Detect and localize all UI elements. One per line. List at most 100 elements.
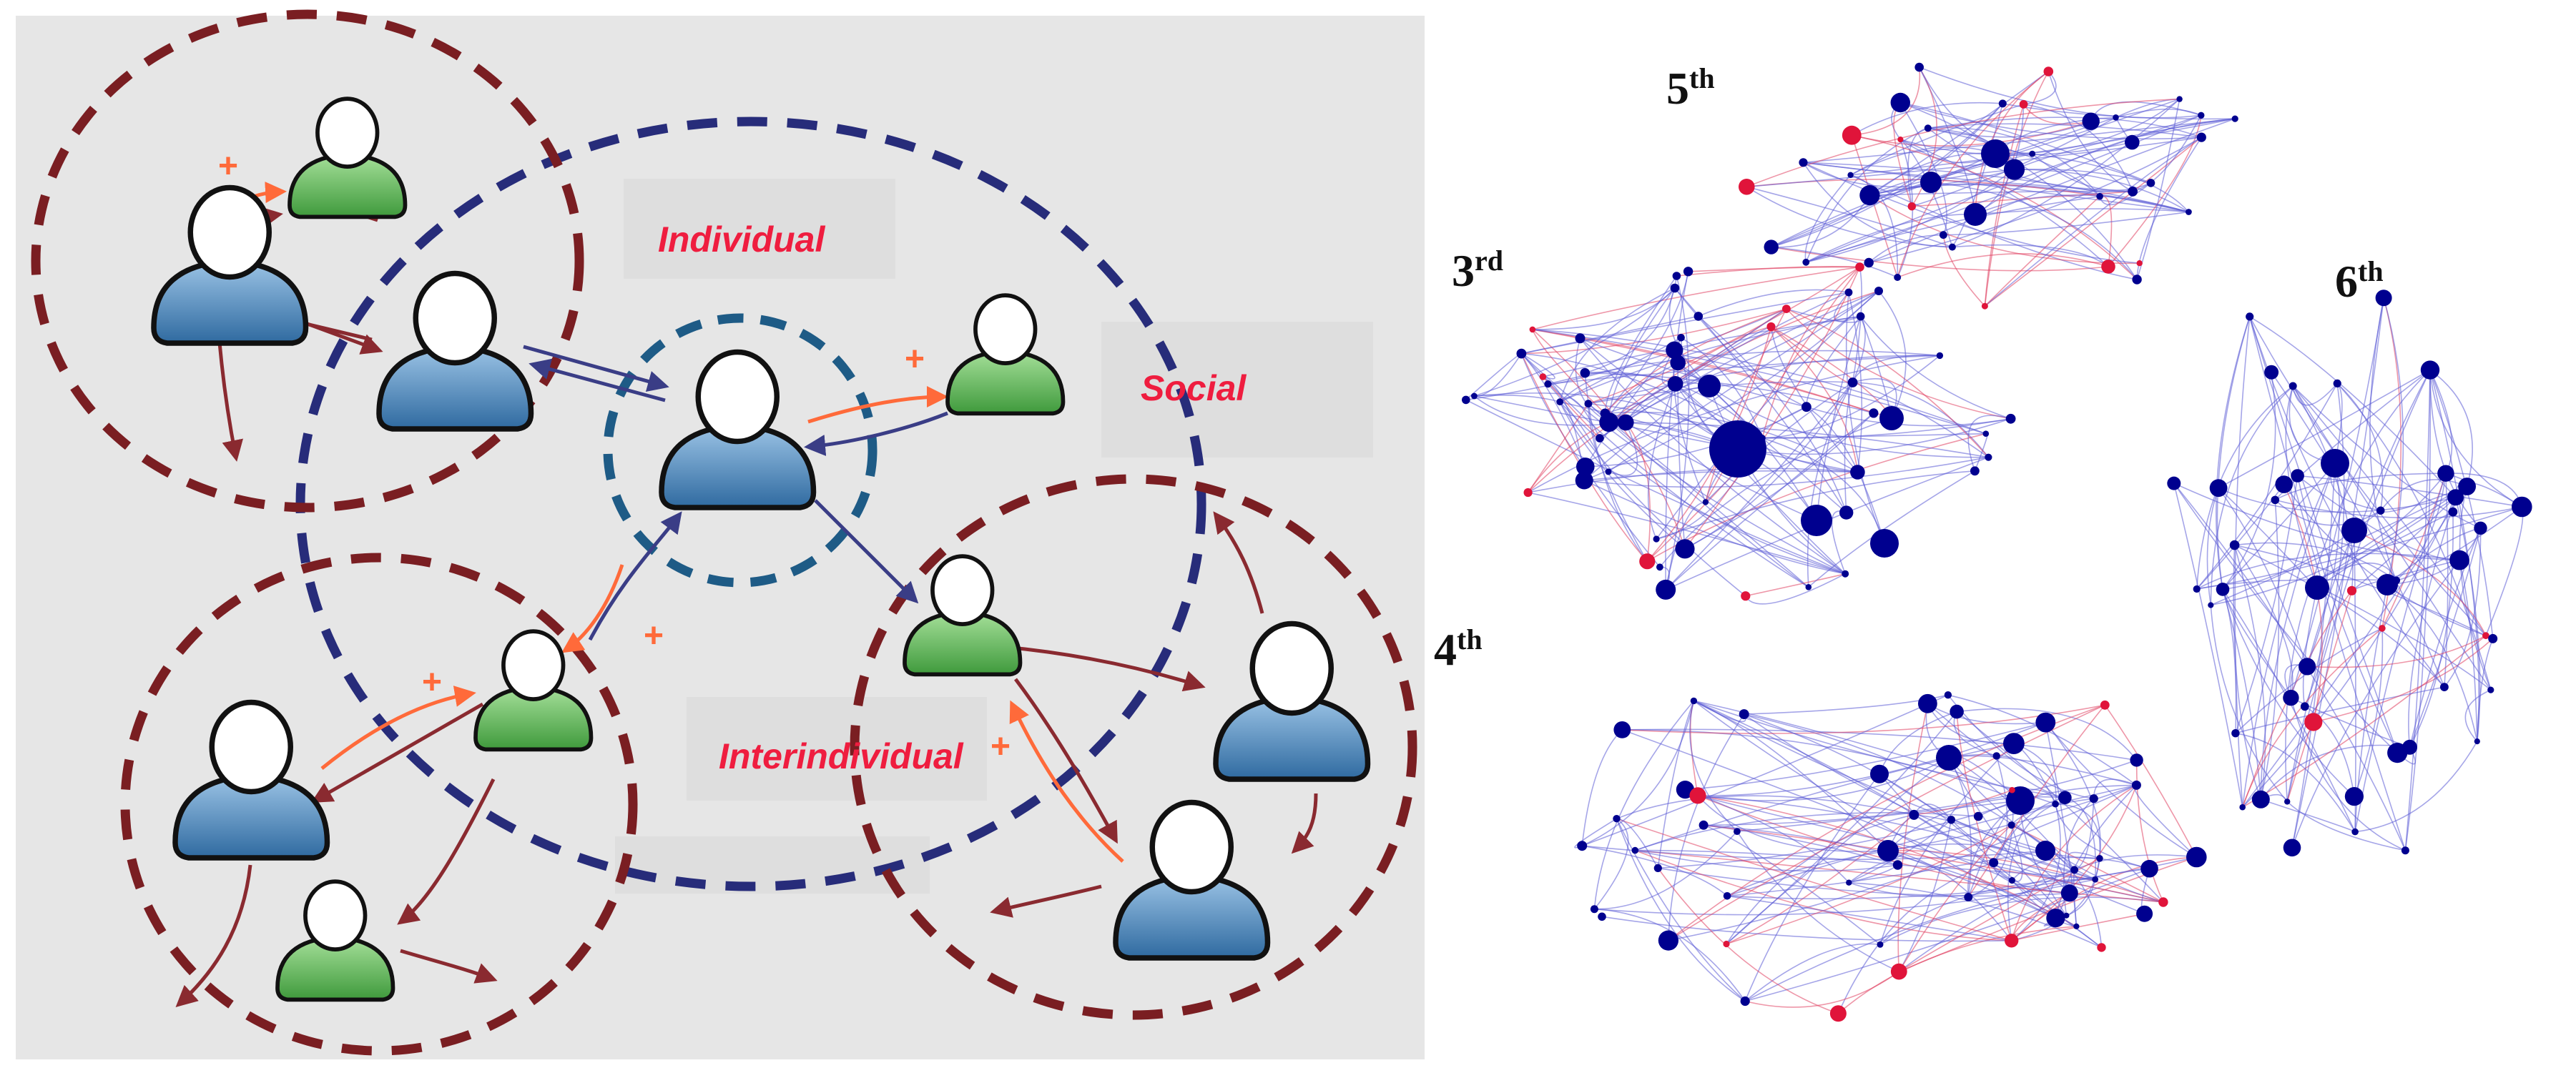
network-edge [1744,713,2075,871]
network-edge [1521,292,1849,355]
network-node [1739,709,1749,720]
network-edge [2297,475,2522,508]
network-edge [1658,867,2070,897]
network-edge [1927,120,2092,138]
network-edge [1543,315,1861,377]
network-node [1677,334,1685,342]
network-node [2246,312,2254,321]
network-edge [2196,383,2338,590]
network-node [2186,846,2207,868]
network-node [2089,794,2098,803]
network-node [2198,112,2205,119]
person-icon [473,629,594,752]
network-edge [1898,856,2197,972]
network-node [2008,876,2015,884]
network-node [2186,209,2192,215]
network-edge [2284,484,2487,636]
network-node [1948,243,1956,251]
network-edge [1984,196,2100,307]
interindividual-label-box [687,697,987,801]
network-edge [2429,370,2494,639]
network-edge [1575,338,1610,423]
network-edge [1665,275,1690,590]
network-node [1829,1005,1847,1022]
network-node [1992,752,2000,760]
network-edge [1851,102,2003,136]
network-node [2101,259,2115,274]
network-edge [2093,778,2137,799]
network-edge [2007,803,2056,941]
network-edge [1726,784,2137,897]
network-node [1670,355,1686,371]
network-node [2092,876,2099,883]
network-edge [2173,483,2398,753]
social-label: Social [1141,368,1247,408]
network-edge [2065,797,2097,880]
network-edge [2408,497,2457,748]
network-edge [1736,831,1899,972]
network-node [1947,816,1956,824]
network-edge [1897,139,1914,278]
network-edge [1726,895,2012,941]
network-edge [2022,104,2091,125]
level-label-5th: 5th [1666,62,1715,114]
network-edge [1665,271,1689,590]
network-edge [2241,590,2353,808]
network-node [2482,632,2489,640]
person-icon [659,349,817,510]
network-edge [1744,943,1881,1002]
network-edge [1608,421,1989,458]
network-edge [2409,528,2482,748]
network-node [1877,941,1884,948]
network-edge [1697,795,1889,852]
network-edge [1532,329,1606,414]
network-edge [1697,721,2046,796]
network-edge [1635,849,1898,866]
network-node [1869,408,1879,418]
network-node [1523,488,1533,498]
plus-sign: + [218,147,238,185]
network-edge [1693,700,2012,881]
network-node [1539,373,1547,380]
plus-sign: + [422,663,442,701]
network-edge [2233,545,2294,698]
network-edge [1465,399,1846,575]
network-edge [2011,785,2138,941]
network-node [2052,800,2059,808]
network-node [1617,414,1634,431]
network-node [2009,786,2015,793]
network-node [2344,787,2364,806]
network-node [2063,912,2070,919]
network-node [1856,312,1865,321]
network-edge [1849,881,2102,949]
network-edge [1848,819,1952,884]
network-edge [2383,297,2404,585]
network-edge [1984,137,2202,307]
network-edge [2222,589,2262,800]
network-node [2216,583,2230,596]
network-edge [1897,71,2049,278]
network-edge [1657,867,1839,1014]
network-edge [1977,784,2137,817]
network-edge [1802,162,1952,248]
network-node [1613,721,1631,738]
plus-sign: + [990,728,1011,766]
network-edge [2055,784,2137,919]
social-interaction-diagram: + + + + + [16,9,1425,1059]
network-edge [1745,971,1899,1008]
network-edge [2218,487,2456,513]
network-edge [1674,287,1807,407]
network-edge [1588,266,1860,405]
network-node [2392,576,2401,585]
network-node [1859,185,1880,206]
network-node [1998,99,2007,108]
network-node [1709,420,1766,478]
network-edge [2014,118,2236,170]
network-edge [1850,174,1899,278]
network-node [2176,96,2183,102]
network-node [1970,466,1980,476]
network-edge [1879,773,2100,859]
level-label-3rd: 3rd [1452,244,1503,296]
network-node [2100,700,2110,710]
network-edge [1474,353,1523,397]
